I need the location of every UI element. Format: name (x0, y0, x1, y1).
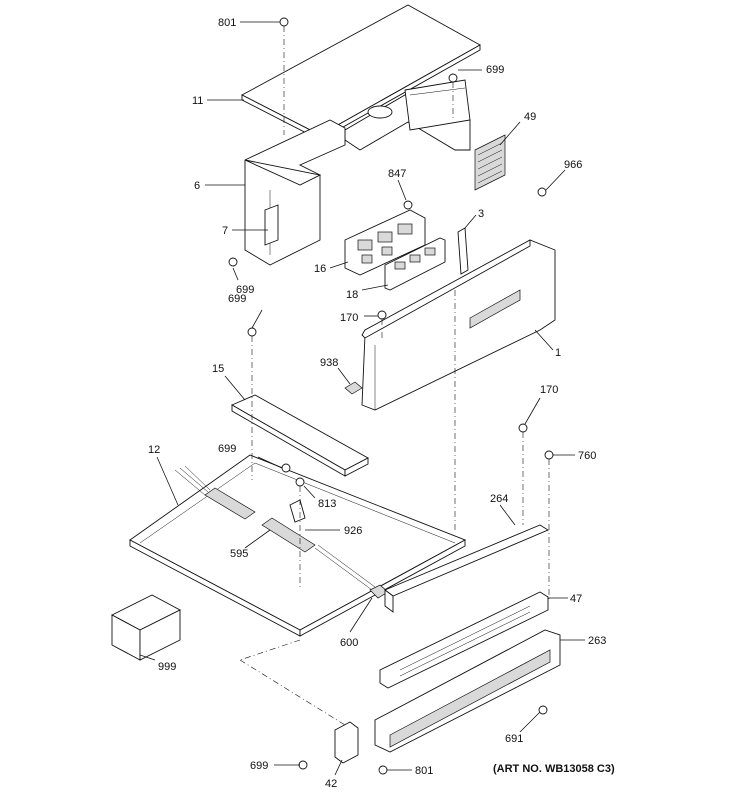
top-panel-part-11 (241, 4, 481, 141)
callout-47: 47 (570, 593, 582, 605)
callout-170-top: 170 (340, 312, 358, 324)
callout-42: 42 (325, 778, 337, 790)
callout-847: 847 (388, 168, 406, 180)
vent-part-47 (379, 591, 549, 689)
bracket-part-7 (264, 204, 279, 246)
callout-966: 966 (564, 159, 582, 171)
bracket-part-3 (457, 227, 469, 275)
callout-801-top: 801 (218, 17, 236, 29)
side-bracket-part-6 (244, 119, 346, 266)
vent-trim-part-263 (374, 629, 561, 753)
callout-12: 12 (148, 444, 160, 456)
assembly-lines (239, 26, 550, 726)
callout-699-center: 699 (218, 443, 236, 455)
callout-926: 926 (344, 525, 362, 537)
callout-15: 15 (212, 363, 224, 375)
callout-699-top: 699 (486, 64, 504, 76)
callout-600: 600 (340, 637, 358, 649)
callout-938: 938 (320, 357, 338, 369)
callout-6: 6 (194, 180, 200, 192)
callout-691: 691 (505, 733, 523, 745)
callout-49: 49 (524, 111, 536, 123)
control-panel-part-1 (361, 239, 556, 411)
box-part-999 (111, 594, 181, 661)
callout-labels: 801 699 11 49 966 6 847 3 7 16 699 18 69… (148, 17, 615, 790)
callout-699-mid: 699 (228, 293, 246, 305)
callout-264: 264 (490, 493, 508, 505)
vent-grille-part-49 (474, 134, 506, 191)
callout-813: 813 (318, 498, 336, 510)
callout-7: 7 (222, 225, 228, 237)
bracket-part-813 (289, 499, 306, 523)
shield-part-15 (231, 394, 369, 477)
callout-18: 18 (346, 289, 358, 301)
callout-16: 16 (314, 263, 326, 275)
clip-part-938 (344, 381, 363, 395)
rear-frame-part (344, 79, 471, 151)
callout-3: 3 (478, 208, 484, 220)
callout-11: 11 (192, 95, 203, 107)
trim-part-264 (384, 524, 549, 613)
callout-170-right: 170 (540, 384, 558, 396)
callout-595: 595 (230, 548, 248, 560)
overlay-part-18 (384, 237, 446, 291)
callout-263: 263 (588, 635, 606, 647)
callout-999: 999 (158, 661, 176, 673)
callout-760: 760 (578, 450, 596, 462)
art-number: (ART NO. WB13058 C3) (493, 763, 615, 775)
screw-icons (228, 17, 554, 775)
leader-lines (139, 21, 585, 776)
callout-699-left: 699 (236, 284, 254, 296)
callout-699-bottom: 699 (250, 760, 268, 772)
element-part-595 (174, 465, 376, 591)
bracket-part-42 (334, 721, 359, 764)
callout-1: 1 (555, 347, 561, 359)
callout-801-bottom: 801 (415, 765, 433, 777)
